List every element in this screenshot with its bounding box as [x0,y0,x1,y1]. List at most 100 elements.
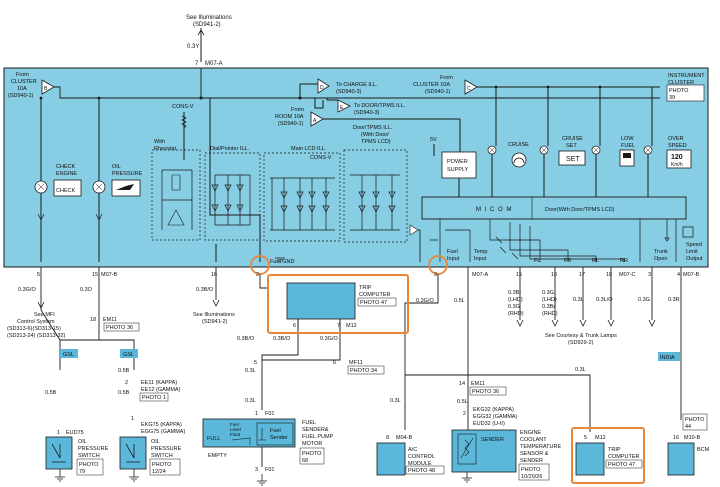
svg-text:A: A [313,118,317,124]
svg-text:0.3G/O: 0.3G/O [320,336,338,342]
oil-switch-1-label: OIL PRESSURE SWITCH [78,439,110,459]
speed-limit-label: Speed Limit Output [686,242,703,262]
speed-kmh: Km/h [671,162,683,168]
trip-computer-2-photo: PHOTO 47 [608,462,635,468]
oil-pressure-switch-1 [45,436,73,470]
ac-module-photo: PHOTO 48 [408,468,435,474]
cluster-pin-row: 5 15 M07-B 16 2 3 M07-A 15 16 17 18 M07-… [37,272,700,278]
speed-icon [666,149,692,169]
svg-text:0.3G(LHD)0.3Br(RHD): 0.3G(LHD)0.3Br(RHD) [542,290,558,317]
svg-text:2: 2 [256,272,259,278]
label-5v: 5V [430,137,437,143]
svg-text:M07-B: M07-B [101,272,118,278]
em11-photo-b: PHOTO 36 [472,389,499,395]
svg-text:0.5L: 0.5L [454,298,465,304]
svg-text:16: 16 [211,272,217,278]
india-tag-text: INDIA [660,355,675,361]
wire-03y: 0.3Y [187,44,199,50]
gsl-tag-2-text: GSL [123,352,134,358]
door-tpms-label: Door/TPMS ILL. (With Door/ TPMS LCD) [353,125,394,145]
to-door-ill: To DOOR/TPMS ILL. (SD940-3) [354,103,407,116]
mfi-reference: See MFI Control System (SD313-6)(SD313-1… [7,301,66,339]
svg-text:0.3Br(LHD)0.3G(RHD): 0.3Br(LHD)0.3G(RHD) [508,290,524,317]
eud75-pin: 1 [57,430,60,436]
svg-text:C: C [467,86,471,92]
check-engine-icon-text: CHECK [56,188,76,194]
eud75-connector: EUD75 [66,430,84,436]
main-lcd-leds [270,177,335,231]
indicator-over-speed: OVER SPEED 120 Km/h [643,136,692,169]
svg-text:0.5B: 0.5B [45,390,57,396]
svg-text:0.3L: 0.3L [245,398,256,404]
cons-v-2: CONS-V [310,155,332,161]
ee11-photo: PHOTO 1 [142,395,166,401]
svg-text:0.3L: 0.3L [245,368,256,374]
fuel-input-label: Fuel Input [447,249,460,262]
svg-text:3: 3 [648,272,651,278]
m04b-connector: M04-B [396,435,413,441]
from-room: From ROOM 10A (SD940-1) [275,107,305,127]
indicator-cruise: CRUISE [487,142,529,168]
low-fuel-label: LOW FUEL [621,136,635,149]
fuel-sender-motor-label: FUEL SENDER& FUEL PUMP MOTOR [302,420,335,447]
svg-text:0.3L: 0.3L [575,367,586,373]
oil-pressure-switch-2 [119,436,147,470]
bcm-label: BCM [697,447,710,453]
oil-switch-2-photo: PHOTO 12/24 [152,462,173,475]
engine-coolant-photo: PHOTO 10/20/26 [521,467,542,480]
m12-connector: M12 [595,435,606,441]
svg-text:See MFI Control System: See MFI Control System (SD313-6)(SD313-1… [7,312,66,339]
from-cluster-c: From CLUSTER 10A (SD940-1) [413,75,454,95]
svg-text:0.3R: 0.3R [668,297,680,303]
ac-module-label: A/C CONTROL MODULE [408,447,436,467]
svg-text:0.3L: 0.3L [573,297,584,303]
cruise-icon [511,152,527,168]
india-tag [658,352,680,361]
cluster-body [3,67,709,268]
trip-computer-highlight-2 [571,427,645,484]
svg-text:0.5B: 0.5B [118,390,130,396]
trip-computer-1-photo: PHOTO 47 [360,300,387,306]
trip-pin-7: 7 [337,323,340,329]
cluster-photo-label: PHOTO [669,88,689,94]
trip-pin-6: 6 [293,323,296,329]
gsl-tag-1-text: GSL [63,352,74,358]
dial-pointer-label: Dial/Pointer ILL. [210,146,250,152]
svg-text:D: D [320,85,324,91]
svg-text:M07-B: M07-B [683,272,700,278]
indicator-low-fuel: LOW FUEL [591,136,635,167]
top-feed: See Illuminations (SD941-2) 0.3Y 7 M07-A [186,15,232,67]
svg-text:17: 17 [579,272,585,278]
oil-switch-2-label: OIL PRESSURE SWITCH [151,439,183,459]
fuel-sender-label: Fuel Sender [270,428,288,441]
trip-computer-highlight-1 [267,274,409,334]
ekg32-pin: 2 [463,411,466,417]
fr-label: FR [564,258,571,264]
em11-pin-18: 18 [90,317,96,323]
mf11-pin-6: 6 [333,360,336,366]
mf11-connector: MF11 [349,360,363,366]
ekg32-connector: EKG32 (KAPPA) EGG32 (GAMMA) EUD32 (U-II) [473,407,519,427]
svg-text:5: 5 [37,272,40,278]
see-illuminations-2: See Illuminations (SD941-2) [193,312,235,325]
dial-leds [211,174,251,226]
f01-connector-b: F01 [265,467,274,473]
ac-control-module [376,442,406,476]
svg-text:E: E [340,105,344,111]
svg-text:0.3O: 0.3O [80,287,93,293]
bcm-photo: PHOTO 44 [685,417,706,430]
wire-labels: 0.3G/O 0.3O 0.3B/O 0.3G/O 0.5L 0.3Br(LHD… [18,287,680,405]
svg-text:4: 4 [677,272,680,278]
trip-computer-2-label: TRIP COMPUTER [608,447,640,460]
main-lcd-label: Main LCD ILL. [291,146,327,152]
trip-computer-1-label: TRIP COMPUTER [359,285,391,298]
em11-connector-b: EM11 [471,381,485,387]
em11-pin-14: 14 [459,381,465,387]
sender-label: SENDER [481,437,504,443]
main-lcd-box [263,152,341,242]
svg-text:0.3G/O: 0.3G/O [18,287,36,293]
svg-text:0.3G: 0.3G [638,297,650,303]
